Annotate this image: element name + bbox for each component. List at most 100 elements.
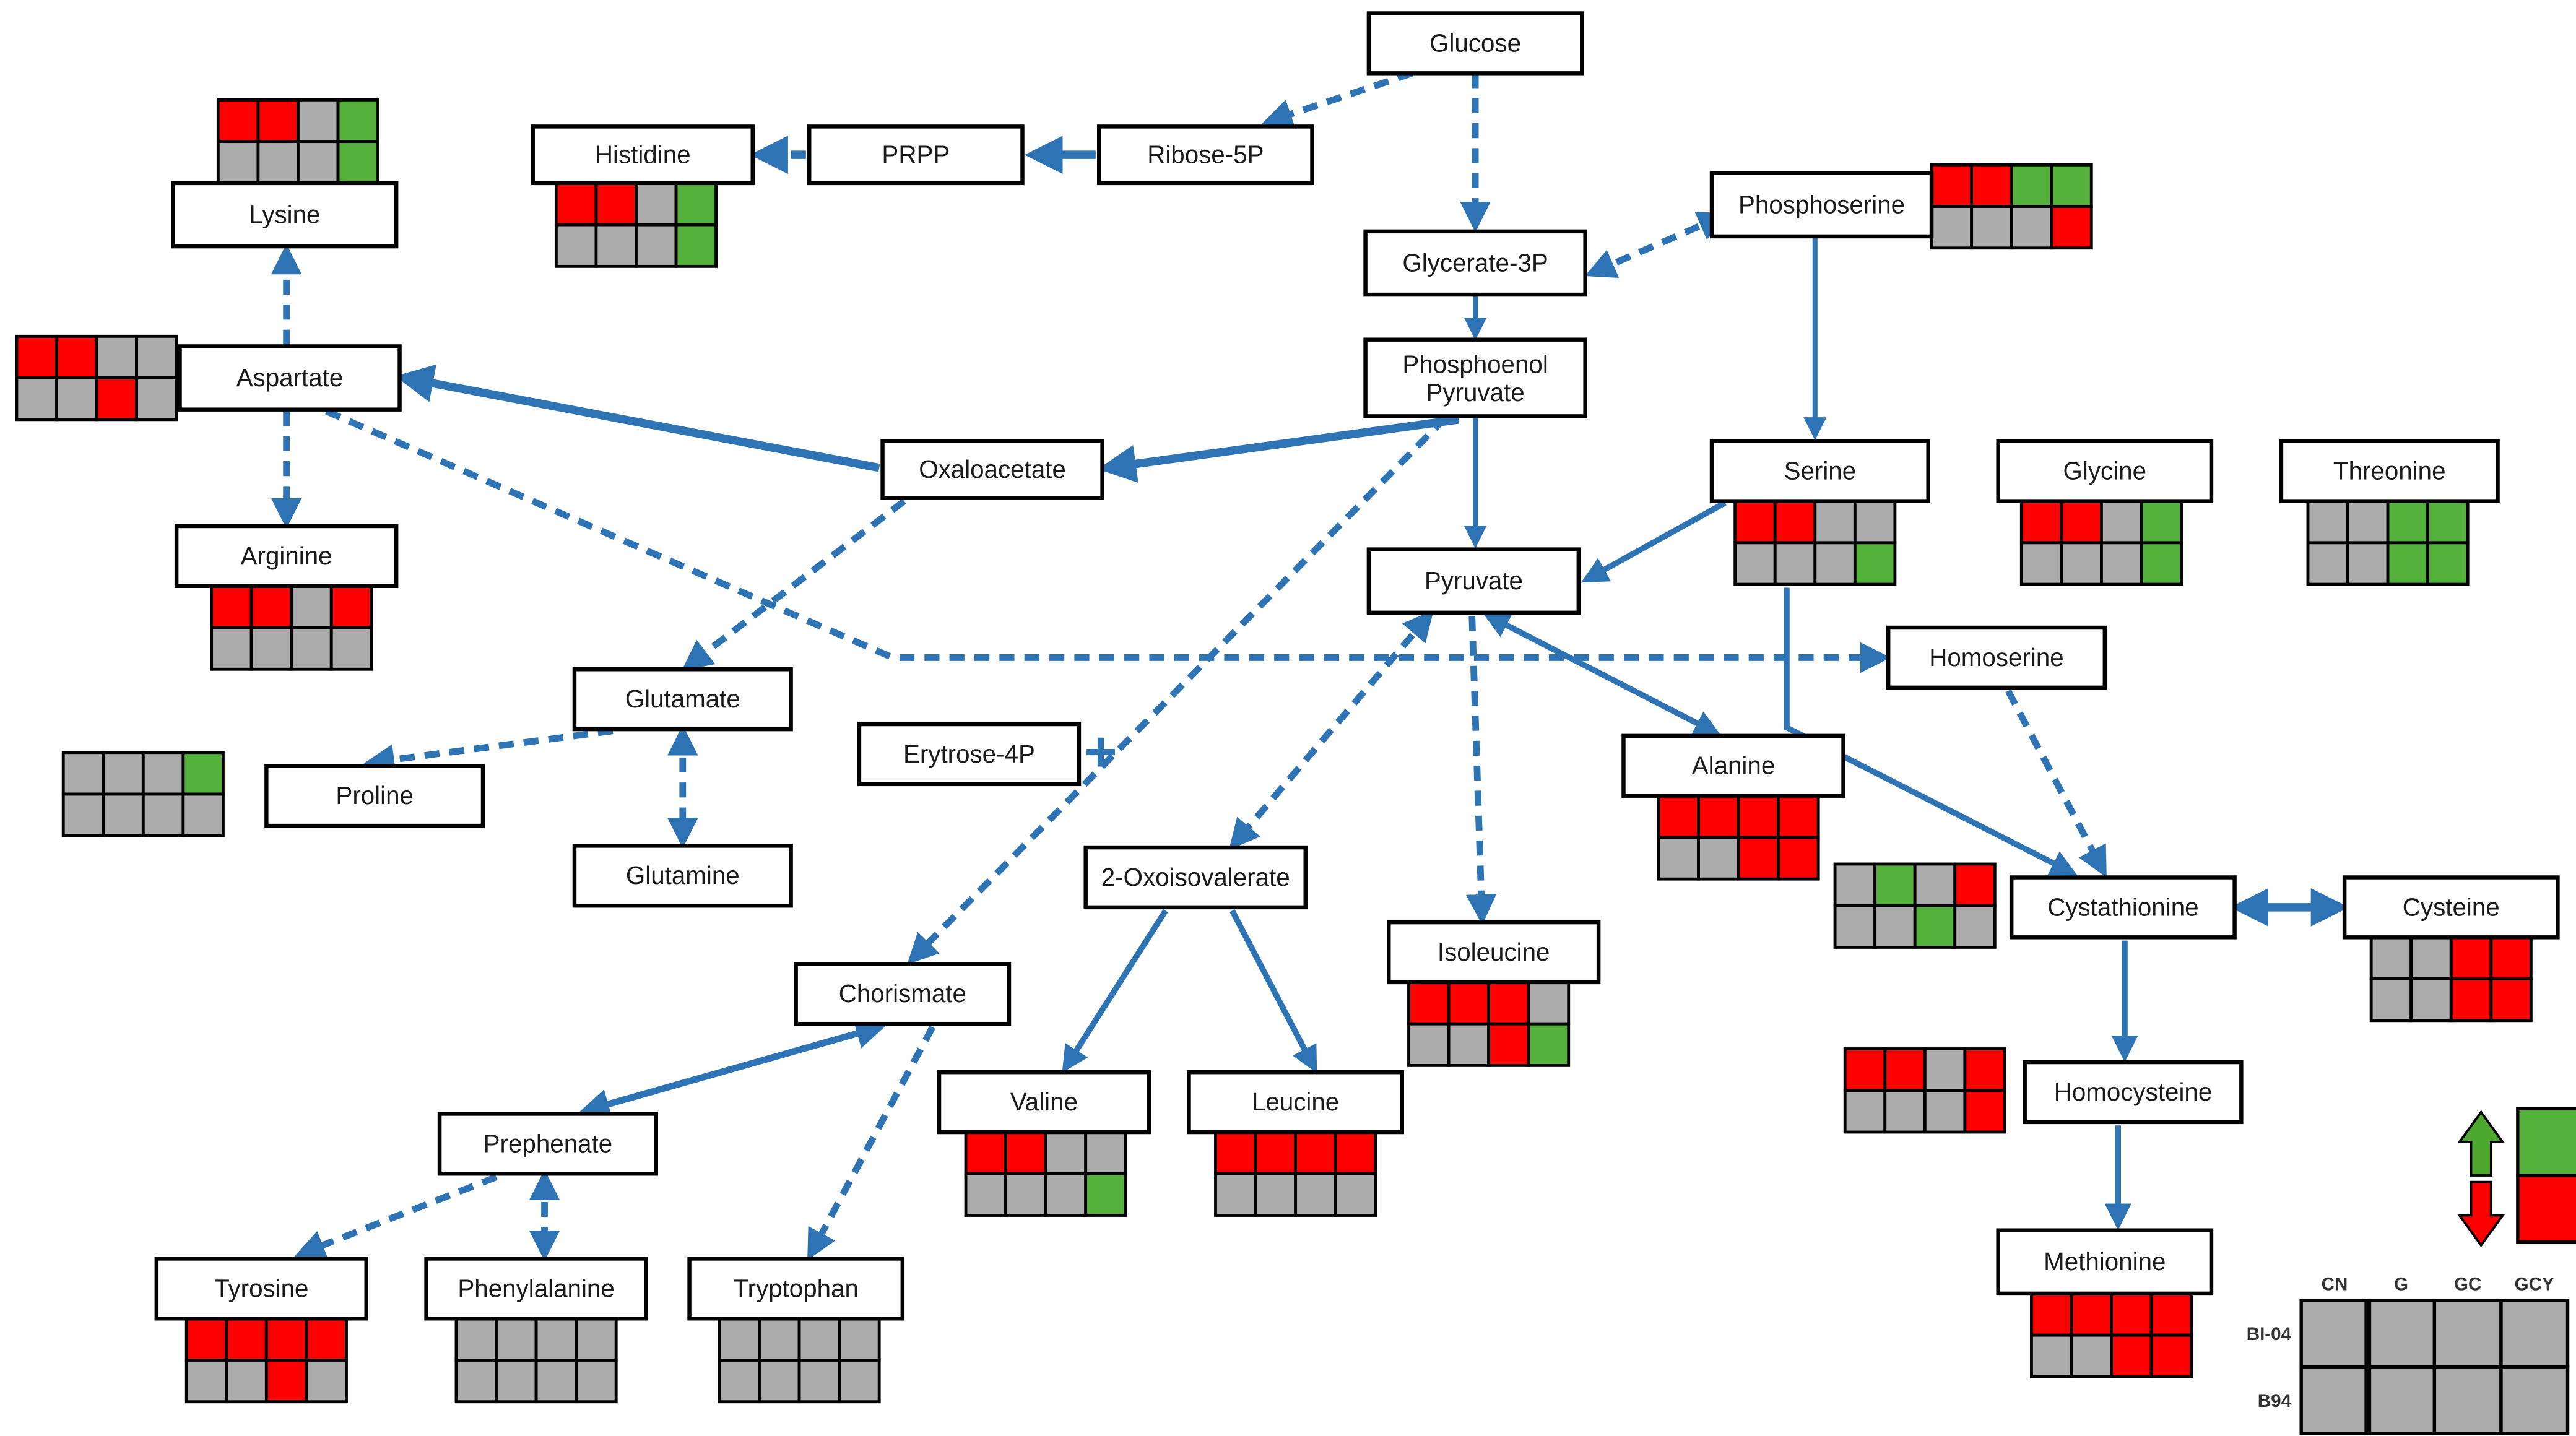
heatmap-aspartate	[15, 334, 178, 422]
heatmap-cell	[534, 1317, 578, 1362]
heatmap-cell	[264, 1317, 308, 1362]
heatmap-cell	[216, 140, 260, 185]
heatmap-cell	[1913, 904, 1957, 949]
heatmap-cell	[216, 98, 260, 144]
heatmap-cell	[1657, 794, 1700, 839]
node-alanine: Alanine	[1621, 733, 1845, 798]
edge-serine-pyruvate-arrow	[1581, 500, 1727, 583]
heatmap-cell	[2149, 1333, 2193, 1378]
heatmap-cell	[2386, 541, 2430, 586]
heatmap-cell	[329, 626, 373, 671]
legend-table-cell	[2432, 1365, 2503, 1435]
metabolite-box	[1709, 439, 1930, 503]
heatmap-cell	[554, 223, 598, 268]
heatmap-cell	[1883, 1047, 1927, 1092]
legend	[2457, 1107, 2576, 1248]
legend-table-cell	[2299, 1298, 2370, 1369]
node-tyrosine: Tyrosine	[154, 1256, 368, 1321]
heatmap-cell	[674, 181, 718, 227]
heatmap-cell	[181, 792, 225, 837]
heatmap-cell	[225, 1359, 268, 1404]
heatmap-cell	[135, 376, 178, 422]
heatmap-arginine	[210, 584, 373, 671]
heatmap-cell	[964, 1130, 1008, 1175]
metabolite-box	[1366, 11, 1584, 76]
heatmap-cell	[718, 1317, 761, 1362]
metabolite-box	[572, 667, 793, 732]
metabolite-box	[154, 1256, 368, 1321]
heatmap-cell	[1004, 1172, 1047, 1217]
heatmap-cell	[1923, 1047, 1967, 1092]
metabolite-label: Phenylalanine	[458, 1274, 614, 1302]
metabolite-label: Histidine	[595, 141, 691, 169]
metabolite-label: Threonine	[2333, 457, 2446, 485]
legend-column-header: GCY	[2515, 1274, 2554, 1295]
edge-glutamate-proline-arrow	[363, 727, 614, 775]
heatmap-cell	[1044, 1172, 1088, 1217]
heatmap-cell	[2306, 541, 2349, 586]
node-valine: Valine	[937, 1070, 1151, 1135]
metabolite-label: PRPP	[882, 141, 950, 169]
node-cysteine: Cysteine	[2342, 875, 2560, 940]
metabolite-box	[1096, 124, 1314, 186]
heatmap-cell	[1833, 862, 1877, 907]
heatmap-cell	[61, 792, 105, 837]
legend-row-header: BI-04	[2247, 1324, 2292, 1344]
metabolite-box	[794, 962, 1012, 1026]
metabolite-box	[1386, 920, 1601, 985]
metabolite-box	[1083, 845, 1308, 910]
metabolite-box	[937, 1070, 1151, 1135]
heatmap-cell	[2010, 163, 2053, 208]
metabolite-label: Glutamate	[625, 685, 740, 713]
metabolite-label: Tryptophan	[733, 1274, 859, 1302]
legend-row-header: B94	[2258, 1391, 2292, 1411]
heatmap-cell	[495, 1359, 538, 1404]
heatmap-cell	[635, 181, 678, 227]
legend-column-header: CN	[2322, 1274, 2348, 1295]
node-aspartate: Aspartate	[178, 344, 402, 412]
node-histidine: Histidine	[531, 124, 755, 186]
metabolite-label: Prephenate	[484, 1129, 613, 1157]
heatmap-cell	[1963, 1047, 2006, 1092]
legend-up-arrow-icon	[2457, 1110, 2505, 1177]
node-ribose5p: Ribose-5P	[1096, 124, 1314, 186]
heatmap-phosphoserine	[1930, 163, 2093, 250]
heatmap-cell	[135, 334, 178, 379]
metabolite-box	[1363, 229, 1587, 297]
heatmap-cell	[2149, 1292, 2193, 1337]
metabolite-label: Erytrose-4P	[903, 740, 1035, 768]
metabolite-box	[880, 439, 1104, 500]
heatmap-cell	[2110, 1292, 2153, 1337]
heatmap-glycine	[2019, 500, 2183, 586]
heatmap-cell	[1334, 1172, 1377, 1217]
heatmap-cell	[1214, 1172, 1257, 1217]
heatmap-cell	[2386, 500, 2430, 545]
heatmap-cell	[102, 751, 145, 796]
metabolite-box	[1996, 1228, 2214, 1296]
heatmap-cell	[290, 626, 333, 671]
heatmap-cell	[2019, 500, 2063, 545]
node-threonine: Threonine	[2279, 439, 2500, 503]
heatmap-lysine	[216, 98, 379, 185]
heatmap-cell	[2426, 541, 2470, 586]
legend-column-header: G	[2394, 1274, 2408, 1295]
metabolite-label: Lysine	[249, 200, 320, 228]
metabolite-label: Isoleucine	[1438, 938, 1550, 966]
heatmap-cell	[2369, 977, 2413, 1023]
heatmap-cell	[1447, 1022, 1491, 1067]
heatmap-alanine	[1657, 794, 1820, 881]
plus-icon: +	[1084, 720, 1117, 783]
metabolite-box	[437, 1112, 658, 1176]
heatmap-cell	[1970, 205, 2013, 250]
heatmap-cell	[15, 376, 58, 422]
heatmap-cell	[1733, 541, 1777, 586]
heatmap-cell	[2369, 935, 2413, 980]
heatmap-cell	[55, 334, 98, 379]
edge-pyruvate-alanine-arrow	[1482, 613, 1722, 736]
heatmap-serine	[1733, 500, 1897, 586]
heatmap-cell	[225, 1317, 268, 1362]
metabolite-box	[687, 1256, 905, 1321]
node-prephenate: Prephenate	[437, 1112, 658, 1176]
heatmap-cell	[2019, 541, 2063, 586]
